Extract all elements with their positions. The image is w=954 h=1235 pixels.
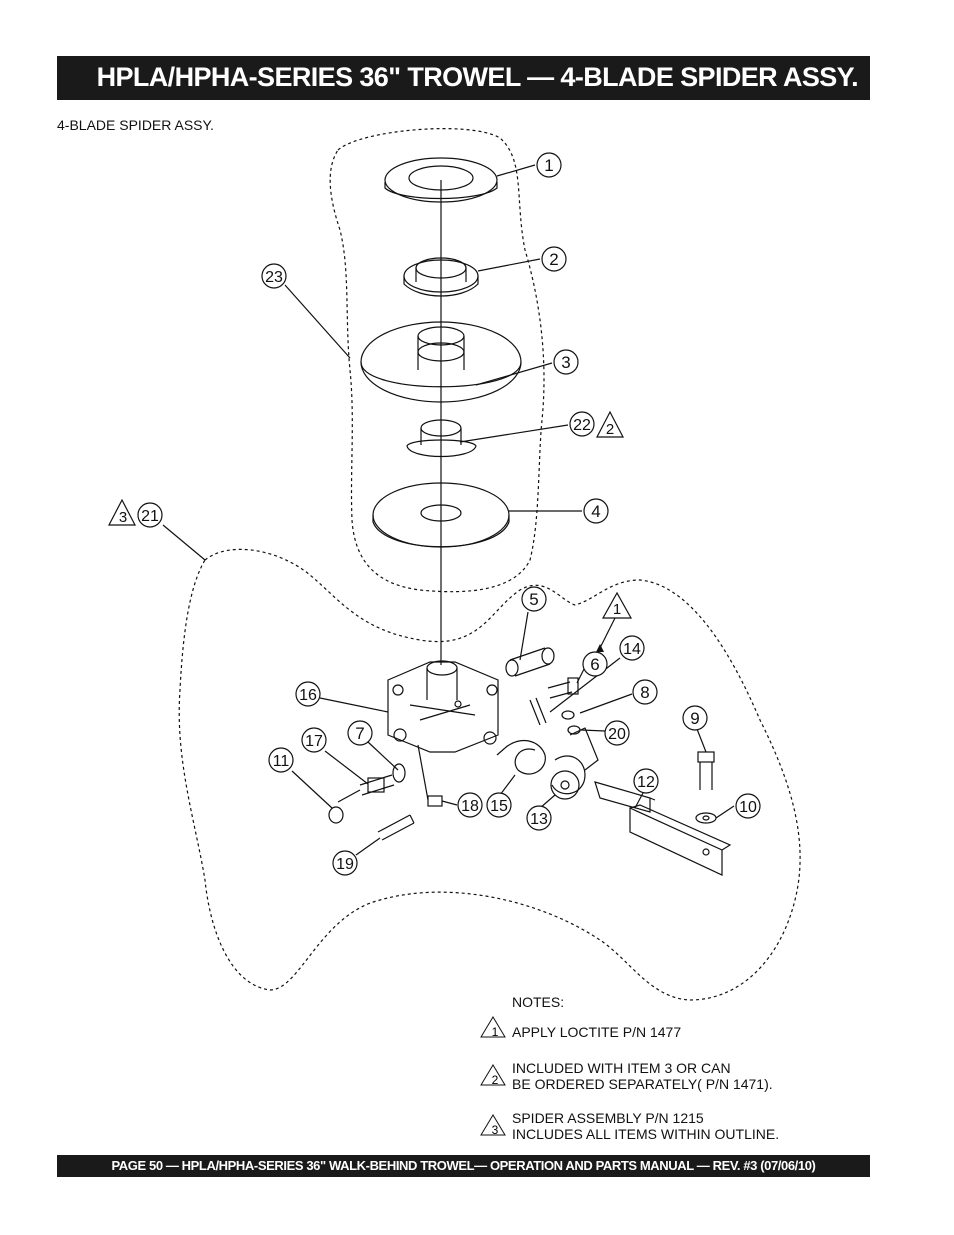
arrowhead-icon: [596, 644, 604, 652]
note-1-triangle-icon: 1: [480, 1016, 506, 1038]
spider-assembly-outline: [178, 548, 801, 1001]
callout-10: 10: [735, 793, 761, 819]
svg-text:12: 12: [637, 774, 655, 791]
svg-text:13: 13: [530, 811, 548, 828]
note-marker-1-triangle: 1: [601, 591, 633, 619]
note-2-line-1: INCLUDED WITH ITEM 3 OR CAN: [512, 1060, 731, 1076]
svg-text:6: 6: [590, 655, 599, 674]
callout-12: 12: [633, 768, 659, 794]
callout-3: 3: [553, 349, 579, 375]
svg-text:2: 2: [492, 1073, 499, 1086]
page-footer-text: PAGE 50 — HPLA/HPHA-SERIES 36" WALK-BEHI…: [111, 1158, 816, 1173]
svg-text:11: 11: [273, 753, 290, 770]
note-3-triangle-icon: 3: [480, 1114, 506, 1136]
page-footer-bar: PAGE 50 — HPLA/HPHA-SERIES 36" WALK-BEHI…: [57, 1155, 870, 1177]
note-marker-3-triangle: 3: [108, 498, 136, 526]
callout-9: 9: [682, 705, 708, 731]
note-2-line-2: BE ORDERED SEPARATELY( P/N 1471).: [512, 1076, 773, 1092]
svg-text:2: 2: [606, 421, 614, 438]
callout-8: 8: [632, 679, 658, 705]
svg-text:20: 20: [608, 726, 626, 743]
svg-text:1: 1: [613, 601, 621, 618]
svg-text:2: 2: [549, 250, 558, 269]
callout-20: 20: [604, 720, 630, 746]
callout-21: 21: [137, 502, 163, 528]
svg-text:10: 10: [739, 799, 757, 816]
svg-text:4: 4: [591, 502, 600, 521]
note-3-line-2: INCLUDES ALL ITEMS WITHIN OUTLINE.: [512, 1126, 780, 1142]
callout-16: 16: [295, 681, 321, 707]
callout-13: 13: [526, 805, 552, 831]
callout-6: 6: [582, 651, 608, 677]
callout-2: 2: [541, 246, 567, 272]
callout-14: 14: [619, 635, 645, 661]
svg-text:21: 21: [141, 508, 159, 525]
svg-text:3: 3: [492, 1123, 499, 1136]
page-title: HPLA/HPHA-SERIES 36" TROWEL — 4-BLADE SP…: [96, 62, 859, 92]
svg-text:9: 9: [690, 709, 699, 728]
callout-22: 22: [569, 411, 595, 437]
section-subtitle: 4-BLADE SPIDER ASSY.: [57, 117, 214, 133]
callout-17: 17: [301, 727, 327, 753]
svg-text:16: 16: [299, 687, 317, 704]
svg-text:8: 8: [640, 683, 649, 702]
svg-text:3: 3: [561, 353, 570, 372]
svg-text:19: 19: [336, 856, 354, 873]
svg-text:7: 7: [355, 724, 364, 743]
note-marker-2-triangle: 2: [596, 410, 624, 438]
svg-text:1: 1: [544, 156, 553, 175]
callout-1: 1: [536, 152, 562, 178]
callout-18: 18: [457, 792, 483, 818]
note-3-line-1: SPIDER ASSEMBLY P/N 1215: [512, 1110, 704, 1126]
svg-text:17: 17: [305, 733, 323, 750]
callout-15: 15: [486, 792, 512, 818]
svg-text:14: 14: [623, 641, 641, 658]
callout-11: 11: [268, 747, 294, 773]
svg-text:3: 3: [119, 509, 127, 526]
callout-23: 23: [261, 263, 287, 289]
note-2-triangle-icon: 2: [480, 1064, 506, 1086]
svg-text:23: 23: [265, 269, 283, 286]
svg-text:1: 1: [492, 1025, 499, 1038]
callout-4: 4: [583, 498, 609, 524]
page-header-bar: HPLA/HPHA-SERIES 36" TROWEL — 4-BLADE SP…: [57, 56, 870, 100]
svg-text:18: 18: [461, 798, 479, 815]
callout-5: 5: [521, 586, 547, 612]
note-1-line-1: APPLY LOCTITE P/N 1477: [512, 1024, 682, 1040]
callout-7: 7: [347, 720, 373, 746]
svg-text:5: 5: [529, 590, 538, 609]
notes-heading: NOTES:: [512, 994, 565, 1010]
upper-assembly-outline: [329, 128, 545, 593]
callout-19: 19: [332, 850, 358, 876]
svg-text:15: 15: [490, 798, 508, 815]
svg-text:22: 22: [573, 417, 591, 434]
